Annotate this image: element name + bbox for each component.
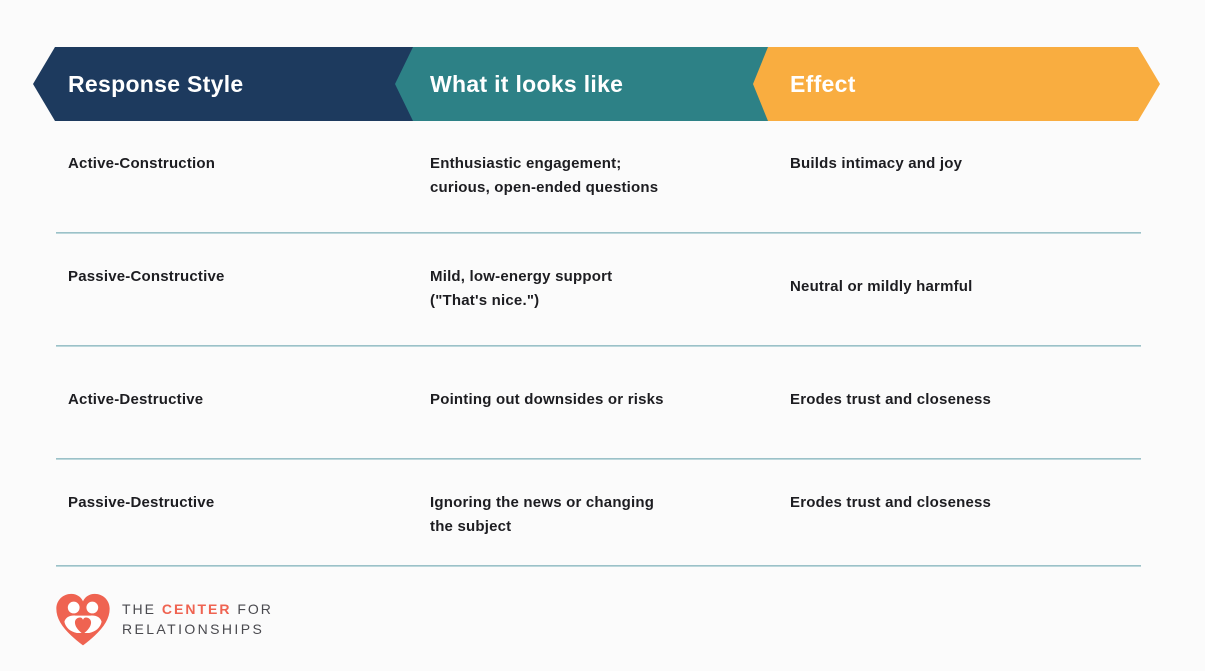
table-cell-row1-style: Active-Construction bbox=[68, 155, 216, 172]
row-divider bbox=[56, 345, 1141, 347]
table-cell-line: Mild, low-energy support bbox=[430, 268, 613, 285]
table-cell-row1-looks: Enthusiastic engagement; curious, open-e… bbox=[430, 152, 658, 200]
table-cell-row2-effect: Neutral or mildly harmful bbox=[790, 278, 973, 295]
header-banner-response-style: Response Style bbox=[33, 47, 413, 121]
table-cell-row3-style: Active-Destructive bbox=[68, 391, 204, 408]
header-label-what-it-looks-like: What it looks like bbox=[430, 70, 624, 97]
header-banner-what-it-looks-like: What it looks like bbox=[395, 47, 768, 121]
header-banner-effect: Effect bbox=[753, 47, 1160, 121]
header-label-response-style: Response Style bbox=[68, 70, 244, 97]
table-cell-row4-effect: Erodes trust and closeness bbox=[790, 494, 992, 511]
table-cell-row3-effect: Erodes trust and closeness bbox=[790, 391, 992, 408]
table-cell-line: ("That's nice.") bbox=[430, 292, 540, 309]
row-divider bbox=[56, 565, 1141, 567]
table-cell-row4-style: Passive-Destructive bbox=[68, 494, 215, 511]
brand-word-for: FOR bbox=[237, 601, 273, 617]
table-cell-row1-effect: Builds intimacy and joy bbox=[790, 155, 963, 172]
heart-family-icon bbox=[56, 593, 110, 646]
table-cell-line: the subject bbox=[430, 518, 512, 535]
table-cell-line: Pointing out downsides or risks bbox=[430, 391, 664, 408]
brand-logo-text: THE CENTER FOR RELATIONSHIPS bbox=[122, 599, 273, 639]
brand-word-the: THE bbox=[122, 601, 156, 617]
table-cell-row3-looks: Pointing out downsides or risks bbox=[430, 388, 664, 412]
table-cell-line: curious, open-ended questions bbox=[430, 179, 659, 196]
table-cell-line: Enthusiastic engagement; bbox=[430, 155, 622, 172]
table-cell-row4-looks: Ignoring the news or changing the subjec… bbox=[430, 491, 654, 539]
brand-word-center: CENTER bbox=[161, 601, 232, 617]
brand-logo-line1: THE CENTER FOR bbox=[122, 599, 273, 619]
brand-word-relationships: RELATIONSHIPS bbox=[122, 621, 265, 637]
table-cell-line: Ignoring the news or changing bbox=[430, 494, 655, 511]
header-label-effect: Effect bbox=[790, 70, 856, 97]
brand-logo: THE CENTER FOR RELATIONSHIPS bbox=[52, 589, 273, 649]
row-divider bbox=[56, 232, 1141, 234]
row-divider bbox=[56, 458, 1141, 460]
table-cell-row2-looks: Mild, low-energy support ("That's nice."… bbox=[430, 265, 612, 313]
table-cell-row2-style: Passive-Constructive bbox=[68, 268, 225, 285]
